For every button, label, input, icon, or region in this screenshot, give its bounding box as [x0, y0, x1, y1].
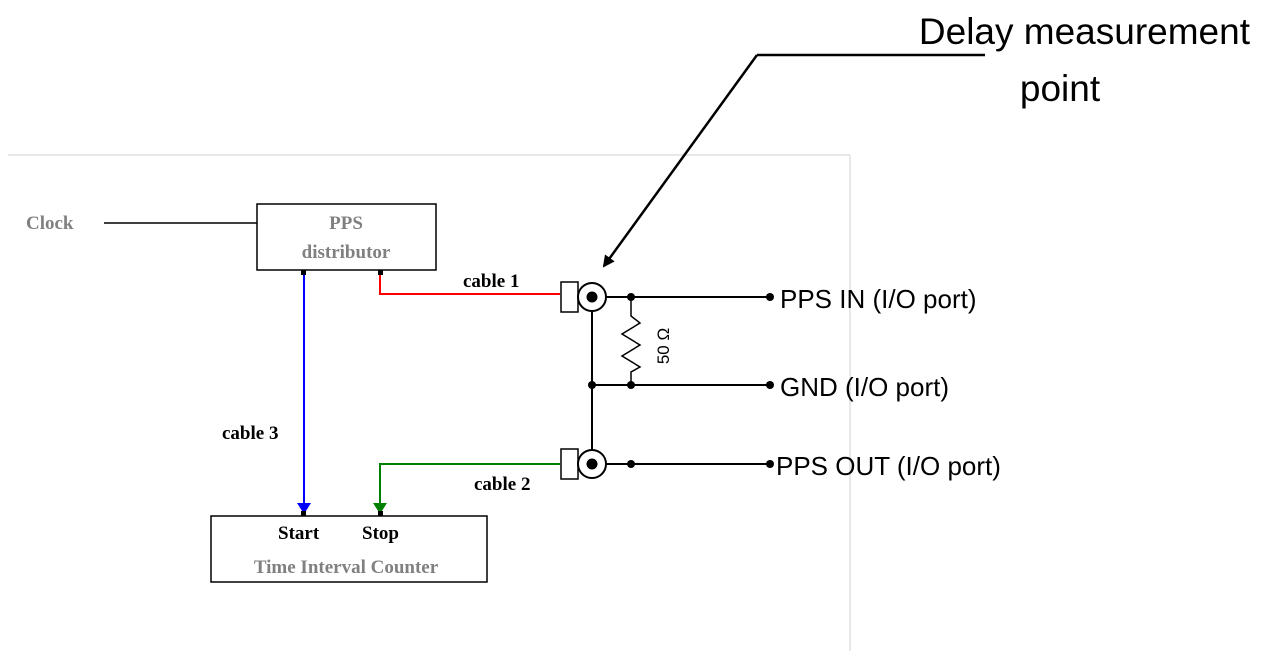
bnc-connector-out — [560, 448, 607, 480]
annotation-line2: point — [1020, 68, 1101, 109]
pps-distributor-line1: PPS — [329, 213, 363, 234]
cable2-wire — [379, 463, 560, 505]
cable2-arrowhead — [373, 503, 387, 514]
time-interval-counter-box: Start Stop Time Interval Counter — [210, 511, 488, 583]
annotation-line1: Delay measurement — [919, 11, 1251, 52]
tic-stop-label: Stop — [362, 523, 399, 544]
gnd-label: GND (I/O port) — [780, 372, 949, 402]
pps-out-junction — [627, 460, 635, 468]
gnd-junction-1 — [588, 381, 596, 389]
pps-in-terminal — [766, 293, 774, 301]
pps-distributor-line2: distributor — [302, 242, 391, 263]
cable1-label: cable 1 — [463, 271, 519, 292]
pps-out-terminal — [766, 460, 774, 468]
bnc-connector-in — [560, 281, 607, 313]
cable3-arrowhead — [297, 503, 311, 514]
resistor-50-ohm — [620, 297, 642, 385]
gnd-terminal — [766, 381, 774, 389]
figure-frame — [8, 154, 851, 651]
pps-out-label: PPS OUT (I/O port) — [776, 451, 1001, 481]
cable1-wire — [379, 275, 560, 295]
annotation-arrow — [602, 53, 985, 268]
tic-name-label: Time Interval Counter — [254, 557, 439, 578]
pps-in-label: PPS IN (I/O port) — [780, 284, 977, 314]
tic-start-label: Start — [278, 523, 320, 544]
pps-distributor-box: PPS distributor — [256, 203, 437, 275]
cable2-label: cable 2 — [474, 474, 530, 495]
clock-label: Clock — [26, 213, 74, 234]
cable3-label: cable 3 — [222, 423, 278, 444]
resistor-label: 50 Ω — [654, 328, 673, 364]
